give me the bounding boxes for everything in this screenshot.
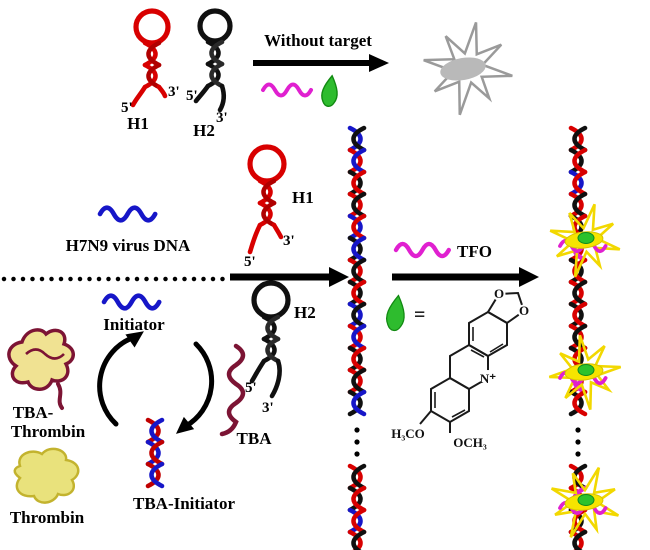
ellipsis-dot <box>354 439 360 445</box>
tba-thrombin-label-line1: TBA- <box>13 403 54 422</box>
hcr-product-helix <box>349 127 365 550</box>
h3co-bond <box>419 410 432 425</box>
h3co-label: H₃CO <box>391 426 425 441</box>
signal-starburst-2 <box>542 329 628 416</box>
atom-bg <box>480 370 496 386</box>
atom-bg <box>492 287 506 301</box>
h1-3prime-label: 3' <box>283 233 295 249</box>
thrombin-blob <box>13 447 80 504</box>
tfo-strand-icon <box>396 244 449 256</box>
h2-3prime-label: 3' <box>262 400 274 416</box>
recycle-arrowhead-right <box>175 416 195 434</box>
och3-label: OCH₃ <box>453 435 487 450</box>
berberine-bound-icon <box>577 364 595 376</box>
tba-initiator-label: TBA-Initiator <box>133 494 235 513</box>
h1-loop <box>133 8 171 46</box>
tfo-step: TFO <box>392 242 539 287</box>
berberine-bound-icon <box>577 232 595 244</box>
h1-loop <box>247 144 287 184</box>
initiator-strand <box>104 296 159 309</box>
ellipsis-dot <box>354 451 360 457</box>
tba-thrombin-squiggle <box>25 348 65 360</box>
double-bond <box>470 349 485 358</box>
no-signal-ellipse <box>440 57 486 81</box>
ellipsis-dot <box>575 451 581 457</box>
h2-tail-5 <box>193 83 211 104</box>
recycle-arrow-left <box>97 335 135 427</box>
h1-hairpin: H1 3' 5' <box>244 144 314 270</box>
berberine-legend: = O O N⁺ H₃CO OCH₃ <box>384 286 531 450</box>
h2-tail-3 <box>269 358 282 399</box>
oxygen-label-1: O <box>519 303 529 318</box>
h1-tail-5 <box>247 222 263 255</box>
signal-starburst-3 <box>536 452 634 550</box>
h1-tail-3 <box>271 222 284 240</box>
hcr-arrowhead <box>329 267 349 287</box>
ellipsis-dot <box>575 427 581 433</box>
tba-initiator-block: TBA-Initiator <box>133 419 235 513</box>
h2-3prime-label: 3' <box>216 110 228 126</box>
oxygen-label-2: O <box>494 286 504 301</box>
h1-name-label: H1 <box>292 188 314 207</box>
double-bond <box>489 343 504 353</box>
atom-bg <box>517 304 531 318</box>
tfo-strand-icon <box>261 82 313 98</box>
tfo-label: TFO <box>457 242 492 261</box>
h1-hairpin-legend: 3' 5' H1 <box>121 8 180 133</box>
h2-loop <box>197 8 233 44</box>
berberine-bound-icon <box>577 494 595 506</box>
h2-loop <box>251 280 291 320</box>
h2-tail-3 <box>217 83 227 113</box>
h2-hairpin: H2 5' 3' <box>245 280 316 416</box>
h2-hairpin-legend: 5' 3' H2 <box>186 8 233 140</box>
initiator-label: Initiator <box>103 315 165 334</box>
berberine-drop-icon <box>384 293 408 333</box>
n-plus-label: N⁺ <box>480 371 496 386</box>
h1-5prime-label: 5' <box>244 254 256 270</box>
tba-thrombin-label-line2: Thrombin <box>11 422 86 441</box>
ellipsis-dot <box>575 439 581 445</box>
tfo-arrowhead <box>519 267 539 287</box>
h1-name-label: H1 <box>127 114 149 133</box>
tba-thrombin-blob <box>7 328 75 391</box>
thrombin-block: Thrombin <box>10 447 85 527</box>
h1-5prime-label: 5' <box>121 100 133 116</box>
thrombin-label: Thrombin <box>10 508 85 527</box>
h2-name-label: H2 <box>193 121 215 140</box>
h7n9-label: H7N9 virus DNA <box>66 236 191 255</box>
no-target-arrowhead <box>369 54 389 72</box>
without-target-branch: Without target <box>253 13 522 124</box>
h2-5prime-label: 5' <box>245 380 257 396</box>
target-dna-block: H7N9 virus DNA Initiator <box>1 208 235 334</box>
berberine-structure: O O N⁺ H₃CO OCH₃ <box>391 286 531 450</box>
recycle-arrow-right <box>183 341 215 429</box>
hcr-arrow-group <box>230 267 349 287</box>
h7n9-dna-strand <box>100 208 155 221</box>
tba-thrombin-tail <box>56 382 64 410</box>
h1-tail-5 <box>130 84 148 108</box>
recycling-cycle <box>97 331 215 434</box>
tba-strand <box>219 343 246 437</box>
equals-sign: = <box>414 304 425 326</box>
tba-block: TBA <box>219 343 273 448</box>
h1-tail-3 <box>156 84 168 99</box>
h2-tail-5 <box>249 358 267 384</box>
double-bond <box>451 409 466 418</box>
h2-5prime-label: 5' <box>186 88 198 104</box>
ellipsis-dot <box>354 427 360 433</box>
without-target-label: Without target <box>264 31 372 50</box>
signal-starburst-1 <box>539 193 631 288</box>
h2-name-label: H2 <box>294 303 316 322</box>
h1-3prime-label: 3' <box>168 84 180 100</box>
tba-thrombin-complex: TBA- Thrombin <box>7 328 86 441</box>
tba-label: TBA <box>237 429 273 448</box>
signal-helix <box>570 127 586 550</box>
berberine-drop-icon <box>319 73 341 109</box>
recycle-arrowhead-left <box>125 331 144 348</box>
